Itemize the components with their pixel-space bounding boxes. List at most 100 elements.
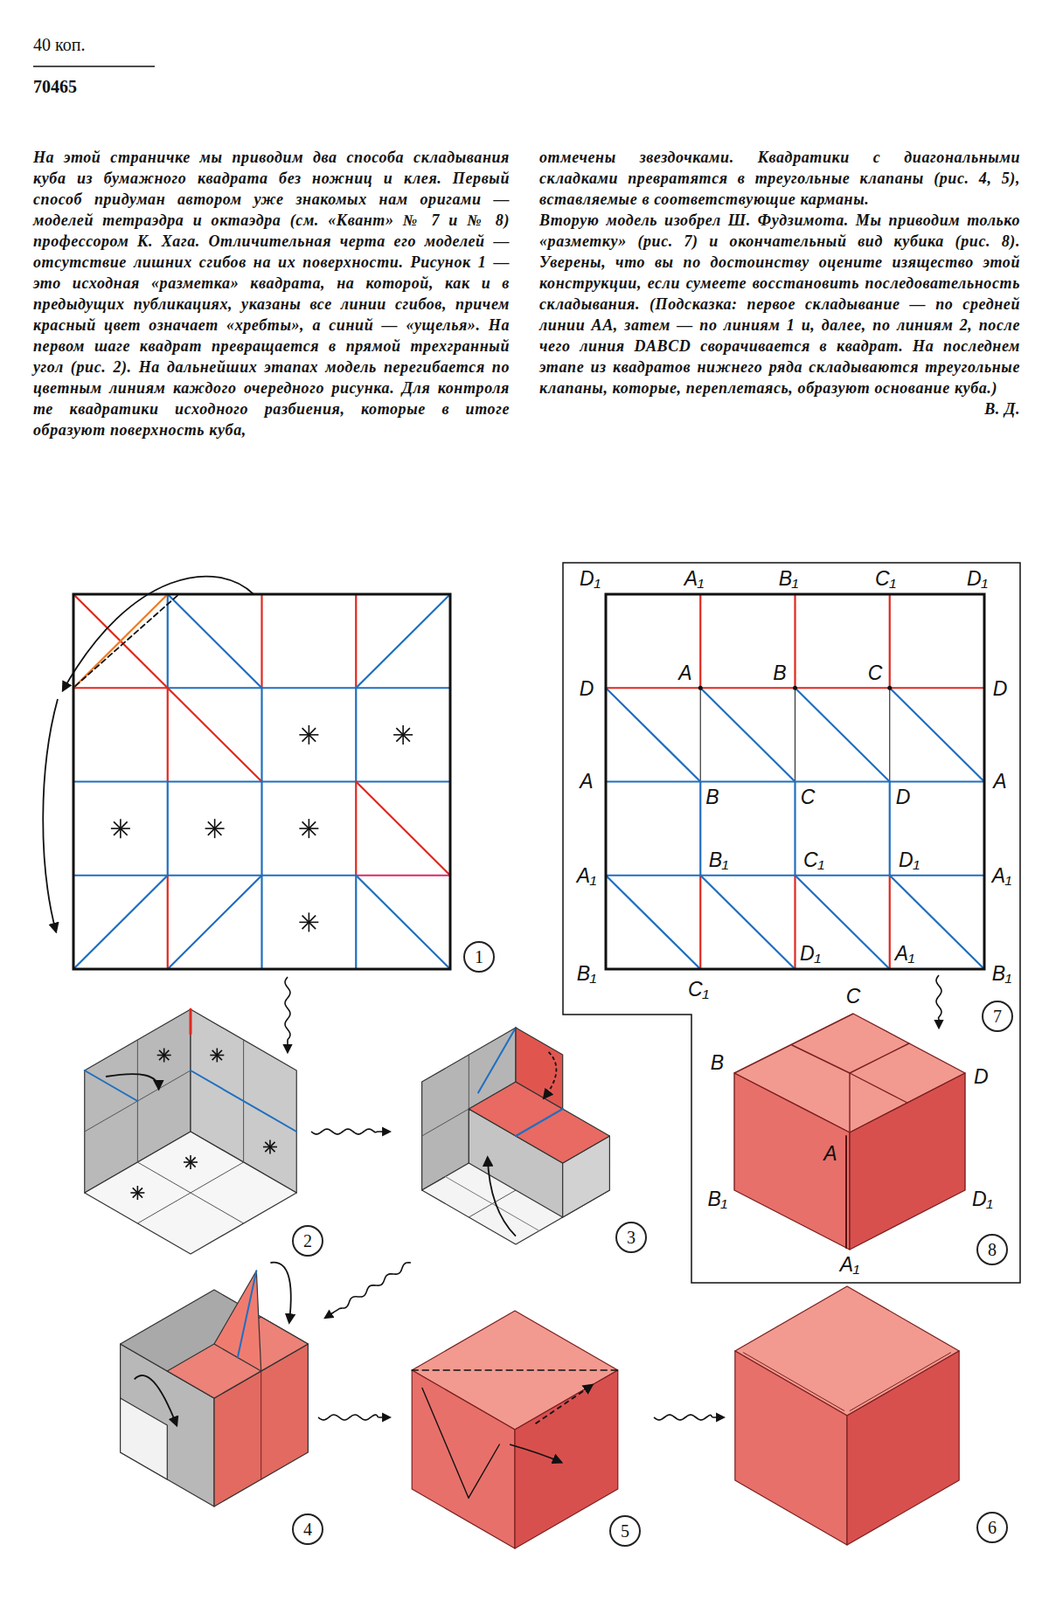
callout-text: 8 xyxy=(987,1241,997,1259)
fold-line xyxy=(354,594,357,688)
asterisk-mark xyxy=(298,819,319,839)
callout-number: 3 xyxy=(615,1222,647,1254)
author-signature: В. Д. xyxy=(539,398,1021,420)
point-letter: D xyxy=(993,679,1008,700)
fold-line xyxy=(793,594,796,688)
asterisk-mark xyxy=(205,819,225,839)
text-column: отмечены звездочками. Квадратики с диаго… xyxy=(539,146,1021,420)
paper-square xyxy=(73,594,451,970)
point-letter: A xyxy=(823,1144,837,1165)
fold-line xyxy=(795,875,890,970)
fold-line xyxy=(260,1371,262,1480)
asterisk-stroke xyxy=(302,916,317,931)
floor-face xyxy=(84,1132,297,1255)
fold-step-5 xyxy=(411,1311,619,1550)
point-letter: B₁ xyxy=(992,964,1013,985)
point-letter: B₁ xyxy=(707,1189,728,1210)
asterisk-mark xyxy=(263,1140,278,1155)
fold-step-4 xyxy=(120,1263,309,1508)
fold-line xyxy=(167,875,263,970)
callout-number: 5 xyxy=(609,1515,641,1548)
callout-text: 2 xyxy=(303,1232,313,1251)
fold-arrow xyxy=(535,1385,593,1425)
asterisk-mark xyxy=(209,1049,224,1063)
flap-edge xyxy=(849,1073,908,1104)
step-arrow xyxy=(653,1415,724,1421)
dashed-fold xyxy=(75,594,180,687)
point-letter: C xyxy=(868,663,883,684)
fold-line xyxy=(794,687,796,782)
point-letter: C xyxy=(800,787,816,808)
fold-line xyxy=(515,1109,563,1137)
vertex-dot xyxy=(792,686,798,691)
point-letter: B₁ xyxy=(576,964,598,985)
callout-number: 1 xyxy=(463,941,495,973)
flap-edge xyxy=(791,1045,850,1074)
point-letter: B xyxy=(772,663,786,684)
fold-arrow xyxy=(62,576,254,691)
header-rule xyxy=(33,65,155,68)
fold-line xyxy=(166,594,169,688)
point-letter: B xyxy=(710,1053,724,1074)
fold-line xyxy=(889,875,891,970)
asterisk-mark xyxy=(298,912,319,932)
point-letter: B₁ xyxy=(708,850,730,871)
fold-arrow xyxy=(543,1052,556,1099)
figure-frame xyxy=(562,562,1021,1284)
fold-line xyxy=(849,1353,951,1412)
callout-number: 6 xyxy=(976,1512,1008,1544)
fold-line xyxy=(167,594,263,688)
callout-number: 7 xyxy=(981,1000,1014,1033)
asterisk-stroke xyxy=(159,1050,169,1061)
fold-line xyxy=(190,1070,297,1133)
fold-line xyxy=(605,687,701,782)
fold-line xyxy=(73,875,356,877)
fold-line xyxy=(166,687,169,782)
fold-line xyxy=(468,1444,500,1499)
red-face xyxy=(734,1073,850,1251)
point-letter: D xyxy=(973,1067,989,1088)
fold-line xyxy=(793,875,796,970)
fold-line xyxy=(166,782,169,876)
finished-cube-6 xyxy=(735,1286,959,1546)
callout-number: 8 xyxy=(976,1234,1008,1266)
callout-text: 7 xyxy=(993,1007,1002,1026)
fold-line xyxy=(355,875,451,970)
point-letter: A xyxy=(993,771,1007,792)
vertex-dot xyxy=(698,686,703,691)
asterisk-stroke xyxy=(264,1142,275,1153)
fold-line xyxy=(700,687,702,782)
fold-line xyxy=(699,782,702,876)
fold-step-2 xyxy=(84,1009,297,1255)
step-arrow xyxy=(318,1415,390,1421)
point-letter: C₁ xyxy=(687,979,709,1001)
fold-line xyxy=(73,687,168,689)
fold-line xyxy=(260,594,263,688)
fold-line xyxy=(889,594,891,688)
red-face xyxy=(849,1073,966,1251)
text-column: На этой страничке мы приводим два способ… xyxy=(33,146,510,441)
fold-line xyxy=(73,875,168,970)
point-letter: A₁ xyxy=(684,569,705,590)
fold-line xyxy=(354,875,357,970)
point-letter: C₁ xyxy=(803,850,825,871)
point-letter: D₁ xyxy=(898,850,920,871)
fold-line xyxy=(73,594,168,688)
point-letter: D₁ xyxy=(579,569,601,590)
red-face xyxy=(735,1351,848,1546)
header-text: 70465 xyxy=(33,76,77,98)
fold-line xyxy=(260,782,263,876)
flap-edge xyxy=(848,1073,850,1133)
vertex-dot xyxy=(887,686,892,691)
step-arrow xyxy=(284,977,291,1053)
red-face xyxy=(514,1370,619,1550)
flap-face xyxy=(214,1271,262,1372)
fold-line xyxy=(260,687,263,782)
asterisk-stroke xyxy=(185,1157,195,1168)
body-text: отмечены звездочками. Квадратики с диаго… xyxy=(539,146,1021,210)
callout-text: 6 xyxy=(987,1519,997,1537)
fold-line xyxy=(699,594,702,688)
header-text: 40 коп. xyxy=(33,34,85,56)
fold-line xyxy=(167,687,451,689)
fold-line xyxy=(166,875,169,970)
